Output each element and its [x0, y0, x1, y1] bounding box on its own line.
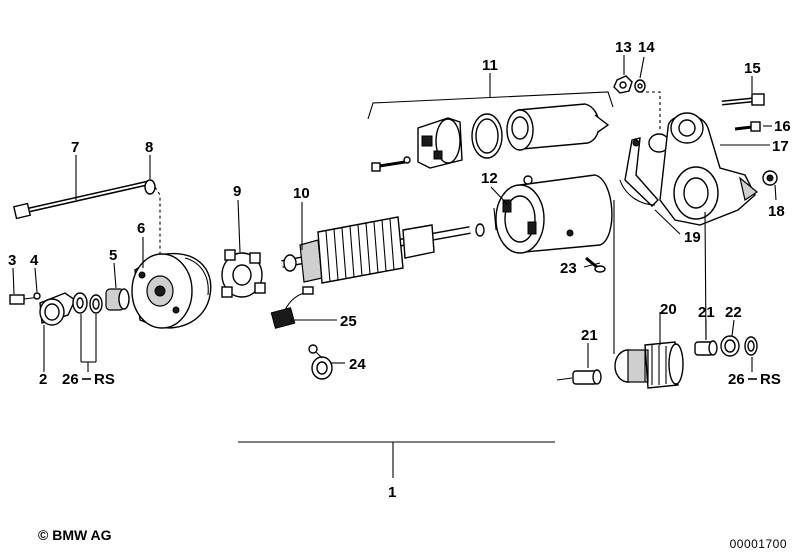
- callout-23: 23: [560, 260, 577, 277]
- housing-screw-part: [585, 256, 606, 273]
- callout-16: 16: [774, 118, 791, 135]
- nut-washer-part: [613, 75, 646, 94]
- copyright-label: © BMW AG: [38, 527, 112, 543]
- callout-labels: 1 2 3 4 5 6 7 8 9 10 11 12 13 14 15 16 1…: [8, 39, 791, 501]
- callout-5: 5: [109, 247, 117, 264]
- callout-rs-left: RS: [94, 371, 115, 388]
- retaining-ring-part: [720, 335, 740, 357]
- brush-spring-part: [308, 344, 333, 380]
- callout-11: 11: [482, 57, 498, 74]
- callout-22: 22: [725, 304, 742, 321]
- callout-26-left: 26: [62, 371, 79, 388]
- callout-20: 20: [660, 301, 677, 318]
- document-number: 00001700: [729, 537, 787, 551]
- callout-21-right: 21: [698, 304, 715, 321]
- washer-set-left-part: [72, 292, 103, 314]
- callout-7: 7: [71, 139, 79, 156]
- callout-13: 13: [615, 39, 632, 56]
- callout-25: 25: [340, 313, 357, 330]
- solenoid-part: [371, 103, 610, 172]
- drive-bushing-part: [762, 170, 778, 186]
- callout-17: 17: [772, 138, 789, 155]
- callout-2: 2: [39, 371, 47, 388]
- callout-19: 19: [684, 229, 701, 246]
- callout-14: 14: [638, 39, 655, 56]
- callout-4: 4: [30, 252, 39, 269]
- carbon-brush-part: [270, 286, 314, 329]
- washer-right-part: [744, 336, 758, 356]
- callout-8: 8: [145, 139, 153, 156]
- drive-housing-bolt-part: [721, 93, 765, 106]
- sleeve-left-part: [572, 369, 602, 385]
- callout-21-left: 21: [581, 327, 598, 344]
- callout-1: 1: [388, 484, 396, 501]
- drive-end-housing-part: [659, 112, 759, 226]
- field-housing-part: [493, 174, 613, 254]
- through-bolt-part: [12, 179, 156, 220]
- callout-18: 18: [768, 203, 785, 220]
- armature-part: [281, 216, 485, 284]
- callout-9: 9: [233, 183, 241, 200]
- callout-26-right: 26: [728, 371, 745, 388]
- leader-lines: [12, 55, 777, 478]
- callout-10: 10: [293, 185, 310, 202]
- callout-3: 3: [8, 252, 16, 269]
- brush-holder-part: [221, 249, 266, 298]
- callout-rs-right: RS: [760, 371, 781, 388]
- drive-housing-screw-part: [734, 121, 761, 132]
- sleeve-right-part: [694, 340, 718, 356]
- commutator-end-housing-part: [131, 252, 212, 329]
- end-screw-part: [9, 292, 41, 305]
- callout-15: 15: [744, 60, 761, 77]
- callout-24: 24: [349, 356, 366, 373]
- callout-12: 12: [481, 170, 498, 187]
- end-cap-part: [39, 292, 76, 326]
- bushing-part: [105, 288, 130, 311]
- shift-fork-part: [619, 137, 659, 207]
- callout-6: 6: [137, 220, 145, 237]
- pinion-drive-part: [614, 341, 684, 389]
